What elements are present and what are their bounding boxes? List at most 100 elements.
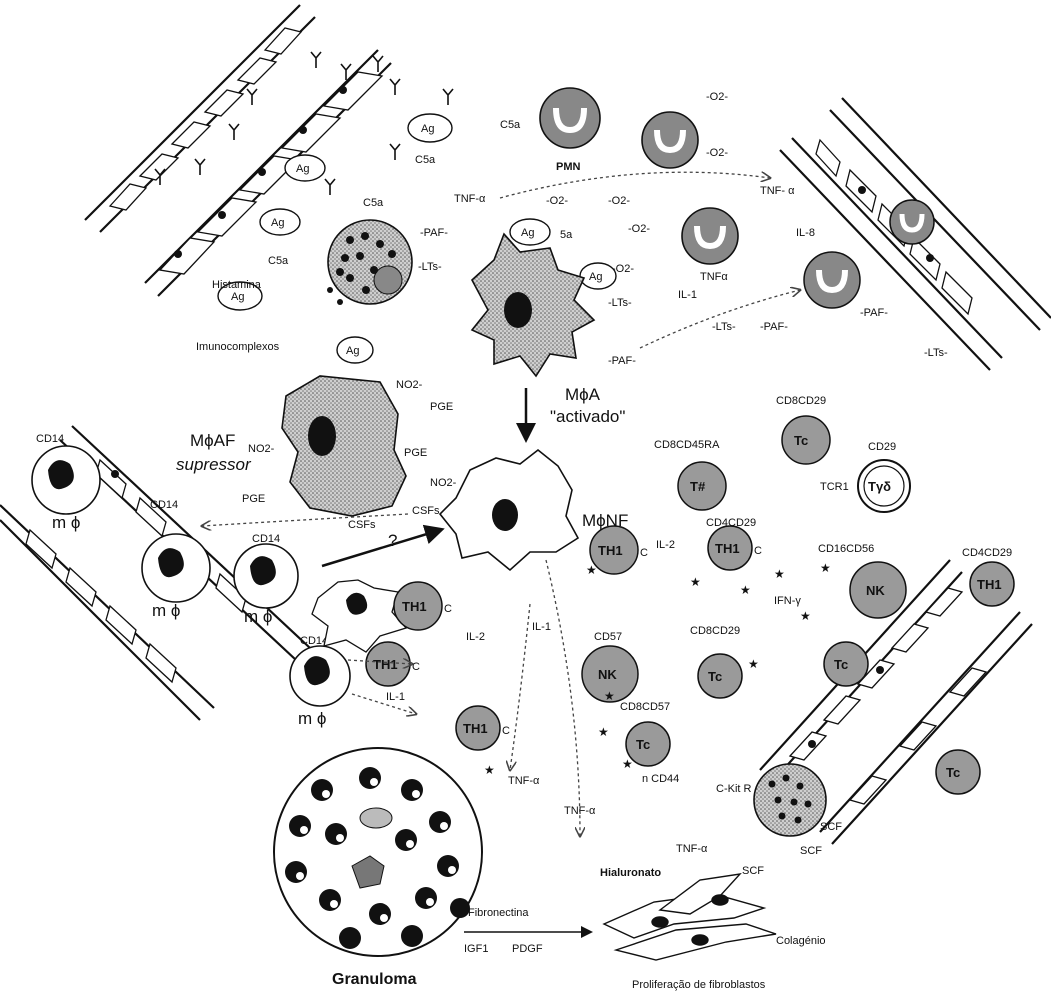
- cd8cd29-label-2: CD8CD29: [690, 625, 740, 637]
- cd44-label: n CD44: [642, 773, 679, 785]
- il1-arrow-top: [640, 290, 800, 348]
- cd29-label: CD29: [868, 441, 896, 453]
- cd14-label-3: CD14: [252, 533, 280, 545]
- dendritic-macrophage: [312, 580, 406, 652]
- svg-text:Ag: Ag: [589, 271, 602, 283]
- tnf-alpha-label-right: TNF- α: [760, 185, 795, 197]
- ag-complex-1: Ag: [408, 114, 452, 142]
- paf-label-2: -PAF-: [608, 355, 636, 367]
- csfs-label-2: CSFs: [348, 519, 376, 531]
- svg-text:★: ★: [690, 575, 701, 589]
- c-label-1: C: [444, 603, 452, 615]
- lts-label-4: -LTs-: [712, 321, 736, 333]
- cd8cd29-label-1: CD8CD29: [776, 395, 826, 407]
- pmn-in-vessel-2: [804, 252, 860, 308]
- ag-complex-5: Ag: [337, 337, 373, 363]
- activado-label: "activado": [550, 407, 625, 426]
- lts-label-2: -LTs-: [608, 297, 632, 309]
- supressor-label: supressor: [176, 455, 252, 474]
- fibroblasts: [604, 874, 776, 960]
- c5a-label-1: C5a: [415, 154, 436, 166]
- mphi-af-label: MϕAF: [190, 431, 235, 450]
- svg-text:★: ★: [622, 757, 633, 771]
- th1-cell-1: TH1: [394, 582, 442, 630]
- cd4cd29-label-2: CD4CD29: [962, 547, 1012, 559]
- ag-complex-6: Ag: [510, 219, 550, 245]
- th1-cell-5: TH1: [708, 526, 752, 570]
- svg-text:TH1: TH1: [402, 599, 427, 614]
- macrophage-nf: [440, 450, 578, 570]
- svg-text:TH1: TH1: [463, 721, 488, 736]
- il8-label: IL-8: [796, 227, 815, 239]
- pmn-cell-3: [682, 208, 738, 264]
- m-phi-label-1: m ϕ: [52, 513, 80, 532]
- macrophage-activated: [472, 234, 594, 376]
- pmn-label: PMN: [556, 161, 581, 173]
- question-label: ?: [388, 531, 397, 550]
- il1-label-mid: IL-1: [532, 621, 551, 633]
- differentiation-arrow: [322, 530, 440, 566]
- c5a-label-3: C5a: [268, 255, 289, 267]
- paf-label-1: -PAF-: [420, 227, 448, 239]
- tnf-alpha-label-lower: TNF-α: [676, 843, 708, 855]
- svg-text:Ag: Ag: [421, 123, 434, 135]
- il1-label-top: IL-1: [678, 289, 697, 301]
- svg-text:Ag: Ag: [271, 217, 284, 229]
- paf-label-3: -PAF-: [860, 307, 888, 319]
- pdgf-label: PDGF: [512, 943, 543, 955]
- igf1-label: IGF1: [464, 943, 488, 955]
- scf-label-2: SCF: [800, 845, 822, 857]
- svg-text:★: ★: [774, 567, 785, 581]
- fibronectina-label: Fibronectina: [468, 907, 529, 919]
- tc-cell-2: Tc: [698, 654, 742, 698]
- svg-text:T#: T#: [690, 479, 706, 494]
- tnf-arrow-top: [500, 172, 770, 198]
- svg-text:TH1: TH1: [373, 657, 398, 672]
- monocyte-2: [142, 534, 210, 602]
- svg-text:★: ★: [740, 583, 751, 597]
- no2-label-1: NO2-: [248, 443, 275, 455]
- histamina-label: Histamina: [212, 279, 262, 291]
- mast-cell-lower: [754, 764, 826, 836]
- svg-text:Tc: Tc: [946, 765, 960, 780]
- tnf-arrow-granuloma: [510, 604, 530, 770]
- o2-label-2: -O2-: [706, 147, 728, 159]
- cd8cd45ra-label: CD8CD45RA: [654, 439, 720, 451]
- csfs-label-1: CSFs: [412, 505, 440, 517]
- c-label-2: C: [412, 661, 420, 673]
- c-label-4: C: [640, 547, 648, 559]
- cd57-label: CD57: [594, 631, 622, 643]
- granuloma-label: Granuloma: [332, 971, 417, 988]
- t-gamma-delta-cell: Tγδ: [858, 460, 910, 512]
- mast-cell: [327, 220, 412, 305]
- ckit-label: C-Kit R: [716, 783, 752, 795]
- m-phi-label-3: m ϕ: [244, 607, 272, 626]
- th1-cell-3: TH1: [456, 706, 500, 750]
- svg-text:Tc: Tc: [636, 737, 650, 752]
- lts-label-3: -LTs-: [924, 347, 948, 359]
- tc-cell-1: Tc: [782, 416, 830, 464]
- c-label-3: C: [502, 725, 510, 737]
- pge-label-1: PGE: [430, 401, 453, 413]
- tc-cell-vessel: Tc: [824, 642, 868, 686]
- o2-label-5: -O2-: [628, 223, 650, 235]
- t-cell-cd8cd45ra: T#: [678, 462, 726, 510]
- svg-text:NK: NK: [866, 583, 885, 598]
- cd14-label-2: CD14: [150, 499, 178, 511]
- svg-text:Tc: Tc: [708, 669, 722, 684]
- il1-arrow-left: [352, 694, 416, 714]
- m-phi-label-4: m ϕ: [298, 709, 326, 728]
- o2-label-6: -O2-: [612, 263, 634, 275]
- ifn-gamma-label: IFN-γ: [774, 595, 801, 607]
- svg-text:Tγδ: Tγδ: [868, 479, 891, 494]
- il1-label-left: IL-1: [386, 691, 405, 703]
- svg-text:TH1: TH1: [977, 577, 1002, 592]
- paf-label-4: -PAF-: [760, 321, 788, 333]
- svg-text:Ag: Ag: [346, 345, 359, 357]
- monocyte-1: [32, 446, 100, 514]
- svg-text:Tc: Tc: [794, 433, 808, 448]
- tnf-alpha-label-left: TNF-α: [508, 775, 540, 787]
- svg-text:Ag: Ag: [296, 163, 309, 175]
- svg-text:TH1: TH1: [715, 541, 740, 556]
